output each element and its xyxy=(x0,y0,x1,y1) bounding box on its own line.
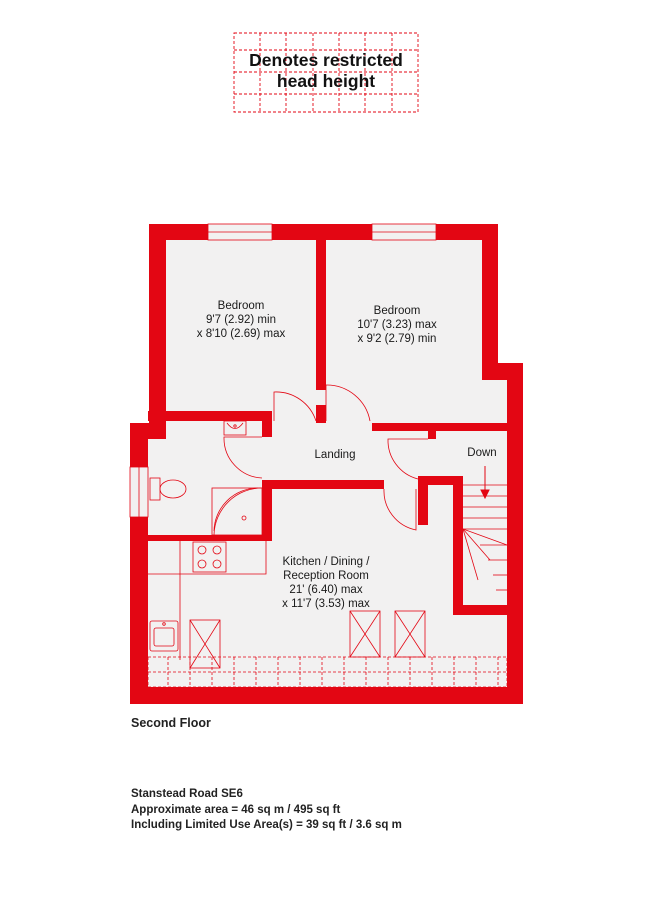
toilet-icon xyxy=(149,477,187,501)
room-dimension-1: 10'7 (3.23) max xyxy=(357,319,437,331)
room-name-line-1: Kitchen / Dining / xyxy=(282,556,370,568)
bedroom-right-label: Bedroom 10'7 (3.23) max x 9'2 (2.79) min xyxy=(326,304,468,346)
kitchen-label: Kitchen / Dining / Reception Room 21' (6… xyxy=(246,555,406,611)
restricted-height-legend-swatch xyxy=(233,32,419,113)
interior-walls xyxy=(148,240,507,615)
room-name: Bedroom xyxy=(373,305,421,317)
window-icon xyxy=(129,223,437,518)
room-dimension-1: 21' (6.40) max xyxy=(289,584,363,596)
room-dimension-1: 9'7 (2.92) min xyxy=(206,314,276,326)
hob-icon xyxy=(192,541,227,573)
landing-label: Landing xyxy=(300,448,370,462)
room-name: Bedroom xyxy=(217,300,265,312)
floor-area xyxy=(148,240,507,687)
room-name: Down xyxy=(467,447,497,459)
room-dimension-2: x 11'7 (3.53) max xyxy=(282,598,370,610)
property-summary: Stanstead Road SE6 Approximate area = 46… xyxy=(131,787,402,834)
stairs-arrow-icon xyxy=(480,466,490,500)
floor-name: Second Floor xyxy=(131,716,211,730)
bedroom-left-label: Bedroom 9'7 (2.92) min x 8'10 (2.69) max xyxy=(168,299,314,341)
stairs-down-label: Down xyxy=(458,446,506,460)
sink-icon xyxy=(149,620,179,652)
room-name: Landing xyxy=(314,449,356,461)
restricted-height-area xyxy=(147,656,508,688)
property-limited-use-area: Including Limited Use Area(s) = 39 sq ft… xyxy=(131,819,402,831)
property-area: Approximate area = 46 sq m / 495 sq ft xyxy=(131,803,341,816)
door-icon xyxy=(223,384,428,531)
kitchen-counter xyxy=(148,541,267,660)
basin-icon xyxy=(223,420,247,436)
shower-icon xyxy=(211,487,263,536)
room-name-line-2: Reception Room xyxy=(283,570,369,582)
property-address: Stanstead Road SE6 xyxy=(131,788,243,800)
room-dimension-2: x 8'10 (2.69) max xyxy=(196,328,286,340)
legend-label: Denotes restricted head height xyxy=(249,50,403,91)
room-dimension-2: x 9'2 (2.79) min xyxy=(357,333,437,345)
